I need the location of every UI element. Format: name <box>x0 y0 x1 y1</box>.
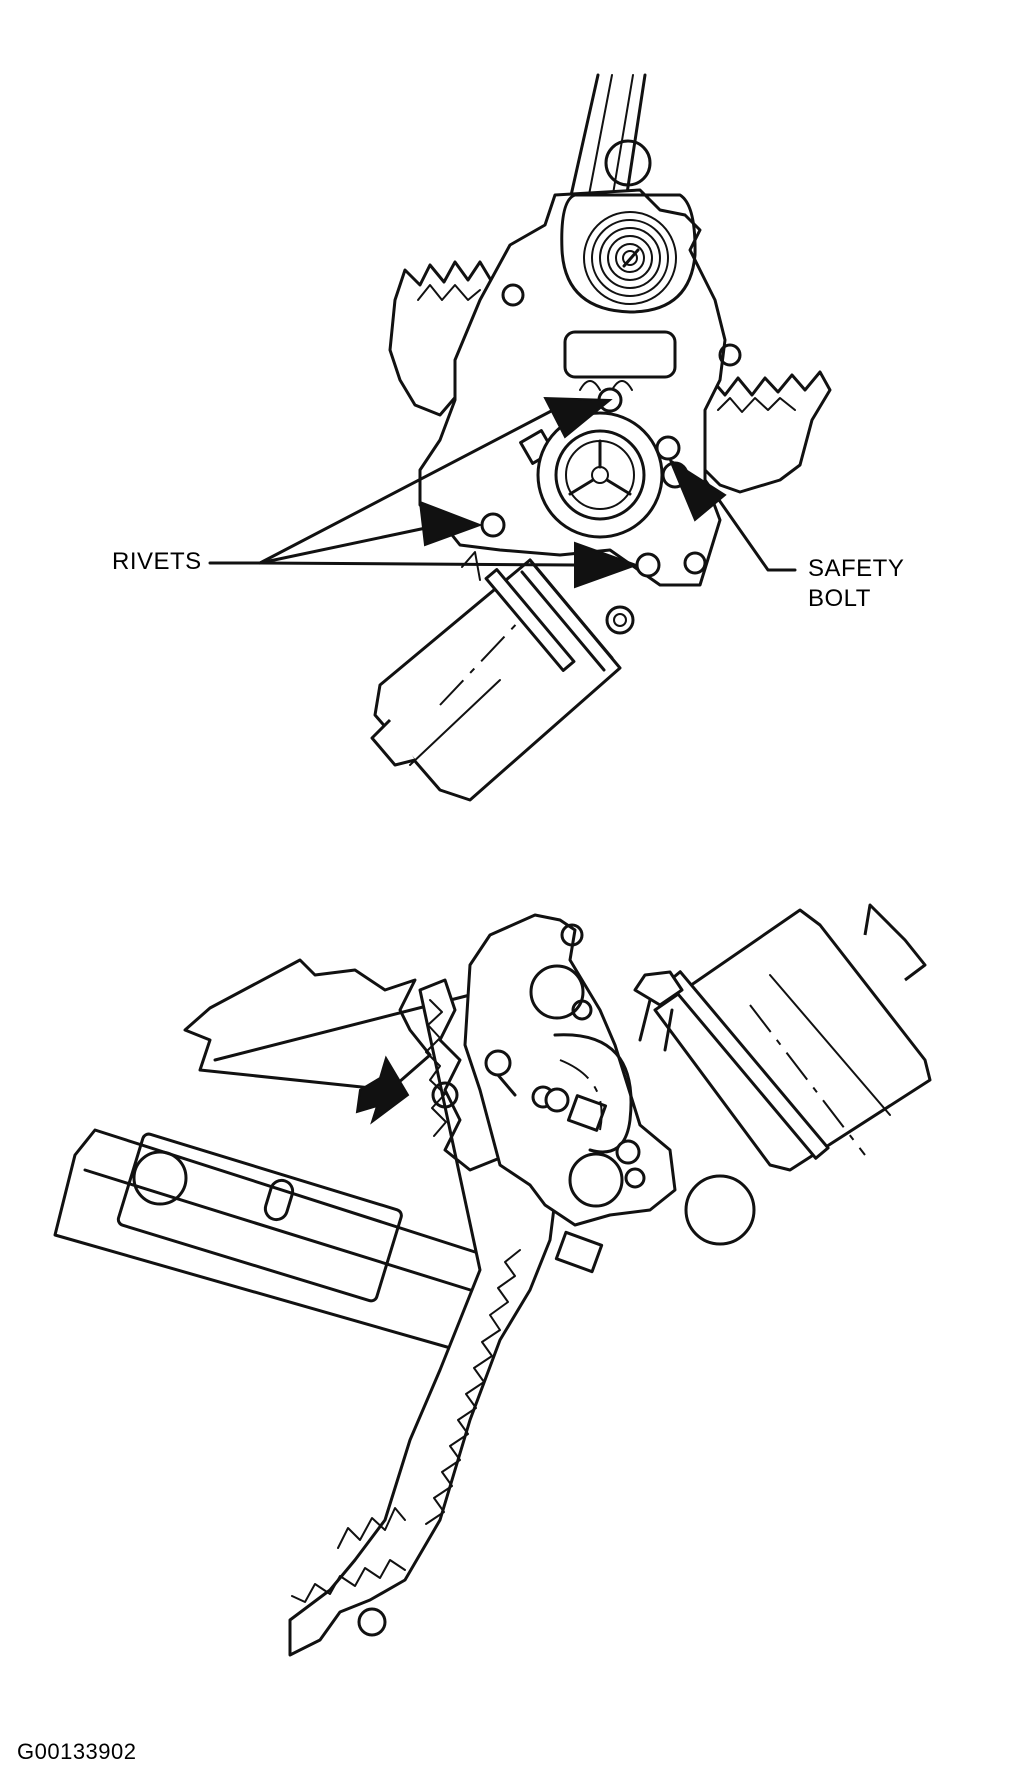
safety-bolt-label-line1: SAFETY <box>808 555 905 582</box>
arrow-head-rivet-top <box>543 396 613 439</box>
safety-bolt <box>655 435 681 461</box>
safety-bolt-label-line2: BOLT <box>808 585 871 612</box>
spiral-spring <box>583 211 677 305</box>
motor-top <box>370 551 635 802</box>
figure-id: G00133902 <box>17 1739 137 1764</box>
rivet-left <box>480 512 506 538</box>
top-regulator-view <box>208 73 832 802</box>
arrow-head-rivet-bottom <box>574 541 639 589</box>
rivet-bottom <box>635 552 661 578</box>
rivets-callout <box>208 396 639 589</box>
drive-gear <box>536 411 664 539</box>
right-sector-gear <box>698 370 832 494</box>
sector-gear-rack <box>288 978 557 1657</box>
direction-arrow-icon <box>355 1055 410 1125</box>
guide-rail <box>568 73 652 202</box>
lift-arm <box>53 1128 502 1357</box>
arrow-head-safety-bolt <box>667 457 727 522</box>
motor-bottom <box>633 903 932 1246</box>
gear-plate <box>463 913 677 1274</box>
safety-bolt-callout <box>667 457 797 572</box>
bottom-regulator-view <box>53 903 932 1657</box>
rivets-label: RIVETS <box>112 548 202 575</box>
arrow-head-rivet-left <box>418 500 483 547</box>
